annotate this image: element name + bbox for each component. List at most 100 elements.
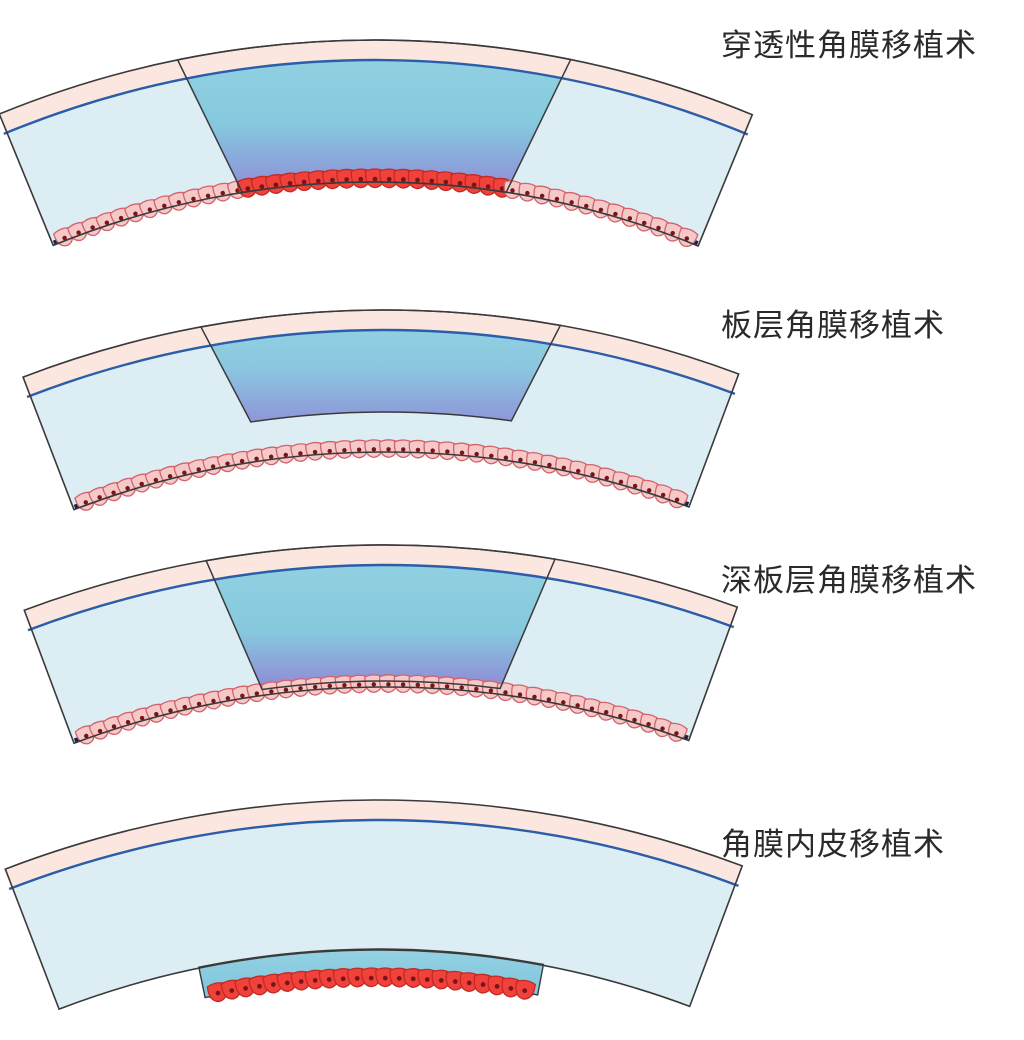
host-endothelium-cell-nucleus <box>632 717 637 723</box>
epithelium-overlay <box>24 545 738 629</box>
penetrating-graft <box>177 40 571 193</box>
graft-endothelium-cell-nucleus <box>330 177 335 183</box>
host-endothelium-cell-nucleus <box>211 698 216 704</box>
host-endothelium-cell-nucleus <box>430 448 435 453</box>
host-stroma-layer <box>12 820 736 1010</box>
host-endothelium-right-cell-nucleus <box>656 225 661 231</box>
label-endothelial-keratoplasty: 角膜内皮移植术 <box>721 827 945 863</box>
host-endothelium-cell-nucleus <box>196 467 201 472</box>
host-endothelium-cell-nucleus <box>210 464 216 469</box>
host-endothelium-cell-nucleus <box>474 686 479 692</box>
graft-endothelium-cell-nucleus <box>443 179 449 185</box>
host-endothelium-cell-nucleus <box>444 684 450 689</box>
panel-lamellar <box>22 309 740 511</box>
host-endothelium-cell-nucleus <box>182 704 187 710</box>
host-endothelium-cell-nucleus <box>561 465 567 471</box>
host-endothelium-left-cell-nucleus <box>205 193 211 199</box>
host-endothelium-cell-nucleus <box>240 693 245 699</box>
graft-endothelium-cell-nucleus <box>382 975 388 981</box>
label-deep-lamellar-keratoplasty: 深板层角膜移植术 <box>721 563 977 599</box>
host-endothelium-right-cell-nucleus <box>525 190 530 196</box>
host-endothelium-cell <box>102 482 123 502</box>
host-endothelium-cell-nucleus <box>646 488 652 493</box>
graft-endothelium-cell-nucleus <box>438 978 444 983</box>
graft-endothelium-cell-nucleus <box>457 180 463 186</box>
host-endothelium-cell-nucleus <box>532 694 537 700</box>
graft-endothelium-cell-nucleus <box>485 184 491 190</box>
host-endothelium-cell-nucleus <box>225 461 230 466</box>
host-endothelium-cell-nucleus <box>182 470 187 475</box>
host-endothelium-cell-nucleus <box>561 700 566 705</box>
host-endothelium-cell-nucleus <box>386 682 391 687</box>
host-endothelium-left-cell-nucleus <box>162 203 167 209</box>
host-endothelium-cell-nucleus <box>356 682 362 687</box>
graft-endothelium-cell-nucleus <box>499 186 505 192</box>
host-endothelium-cell-nucleus <box>327 683 333 689</box>
deep-lamellar-graft <box>206 545 555 690</box>
host-endothelium-right-cell-nucleus <box>641 220 647 226</box>
host-endothelium-right-cell-nucleus <box>510 188 515 193</box>
host-endothelium-cell-nucleus <box>97 495 102 500</box>
graft-endothelium-cell-nucleus <box>312 977 318 983</box>
host-endothelium-left-cell <box>81 216 102 237</box>
host-endothelium-cell-nucleus <box>459 685 464 690</box>
host-endothelium-cell <box>74 725 95 745</box>
cornea-outline <box>23 544 739 745</box>
graft-endothelium-cell-nucleus <box>452 979 458 984</box>
epithelium-overlay <box>0 39 753 134</box>
host-endothelium-cell <box>667 722 688 742</box>
graft-endothelium-cell-nucleus <box>410 976 416 982</box>
host-endothelium-cell-nucleus <box>371 682 377 687</box>
host-endothelium-cell-nucleus <box>459 450 465 455</box>
graft-endothelium-cell-nucleus <box>259 184 265 190</box>
host-endothelium-left-cell <box>138 199 159 219</box>
host-endothelium-cell-nucleus <box>83 733 89 739</box>
host-endothelium-cell-nucleus <box>589 706 595 711</box>
graft-endothelium-cell-nucleus <box>340 976 346 982</box>
host-endothelium-cell-nucleus <box>503 690 508 695</box>
bowman-layer-line <box>3 58 749 136</box>
host-endothelium-cell-nucleus <box>312 449 318 455</box>
host-endothelium-cell-nucleus <box>517 692 523 697</box>
host-endothelium-cell-nucleus <box>575 703 580 708</box>
host-endothelium-cell-nucleus <box>660 726 665 731</box>
host-endothelium-cell-nucleus <box>603 709 609 715</box>
host-endothelium-cell <box>116 711 137 731</box>
host-endothelium-cell-nucleus <box>618 713 623 719</box>
graft-endothelium-cell-nucleus <box>344 177 350 182</box>
graft-endothelium-cell-nucleus <box>466 980 472 986</box>
host-endothelium-left-cell <box>66 221 88 242</box>
host-endothelium-cell-nucleus <box>430 683 435 688</box>
host-endothelium-cell-nucleus <box>386 447 391 452</box>
host-endothelium-left-cell-nucleus <box>220 190 226 196</box>
bowman-layer-line <box>27 563 735 632</box>
bowman-layer-line <box>26 328 736 399</box>
host-endothelium-cell-nucleus <box>532 460 538 465</box>
host-endothelium-cell-nucleus <box>139 715 145 721</box>
host-endothelium-cell-nucleus <box>546 697 552 702</box>
host-endothelium-cell-nucleus <box>488 688 494 693</box>
host-endothelium-cell-nucleus <box>154 711 159 717</box>
host-endothelium-right-cell-nucleus <box>598 207 604 213</box>
graft-endothelium-cell <box>515 979 536 1000</box>
host-endothelium-cell-nucleus <box>83 500 89 505</box>
host-endothelium-cell-nucleus <box>401 447 406 452</box>
graft-endothelium-cell-nucleus <box>354 975 360 981</box>
graft-endothelium-cell-nucleus <box>287 180 293 186</box>
host-endothelium-cell-nucleus <box>342 448 347 453</box>
host-endothelium-cell-nucleus <box>167 474 173 479</box>
host-endothelium-cell-nucleus <box>518 457 523 463</box>
host-endothelium-cell-nucleus <box>674 731 679 736</box>
host-endothelium-cell-nucleus <box>474 451 479 457</box>
host-endothelium-right-cell-nucleus <box>613 211 618 217</box>
epithelium-layer <box>5 800 743 888</box>
graft-endothelium-cell-nucleus <box>284 980 290 986</box>
host-endothelium-cell-nucleus <box>125 485 130 491</box>
host-endothelium-cell-nucleus <box>674 497 680 503</box>
host-endothelium-cell-nucleus <box>342 683 347 688</box>
host-endothelium-left-cell-nucleus <box>118 215 124 221</box>
graft-endothelium-cell-nucleus <box>229 988 235 993</box>
host-endothelium-cell-nucleus <box>298 451 303 456</box>
graft-endothelium-cell-nucleus <box>315 178 321 184</box>
host-endothelium-cell-nucleus <box>400 682 406 687</box>
